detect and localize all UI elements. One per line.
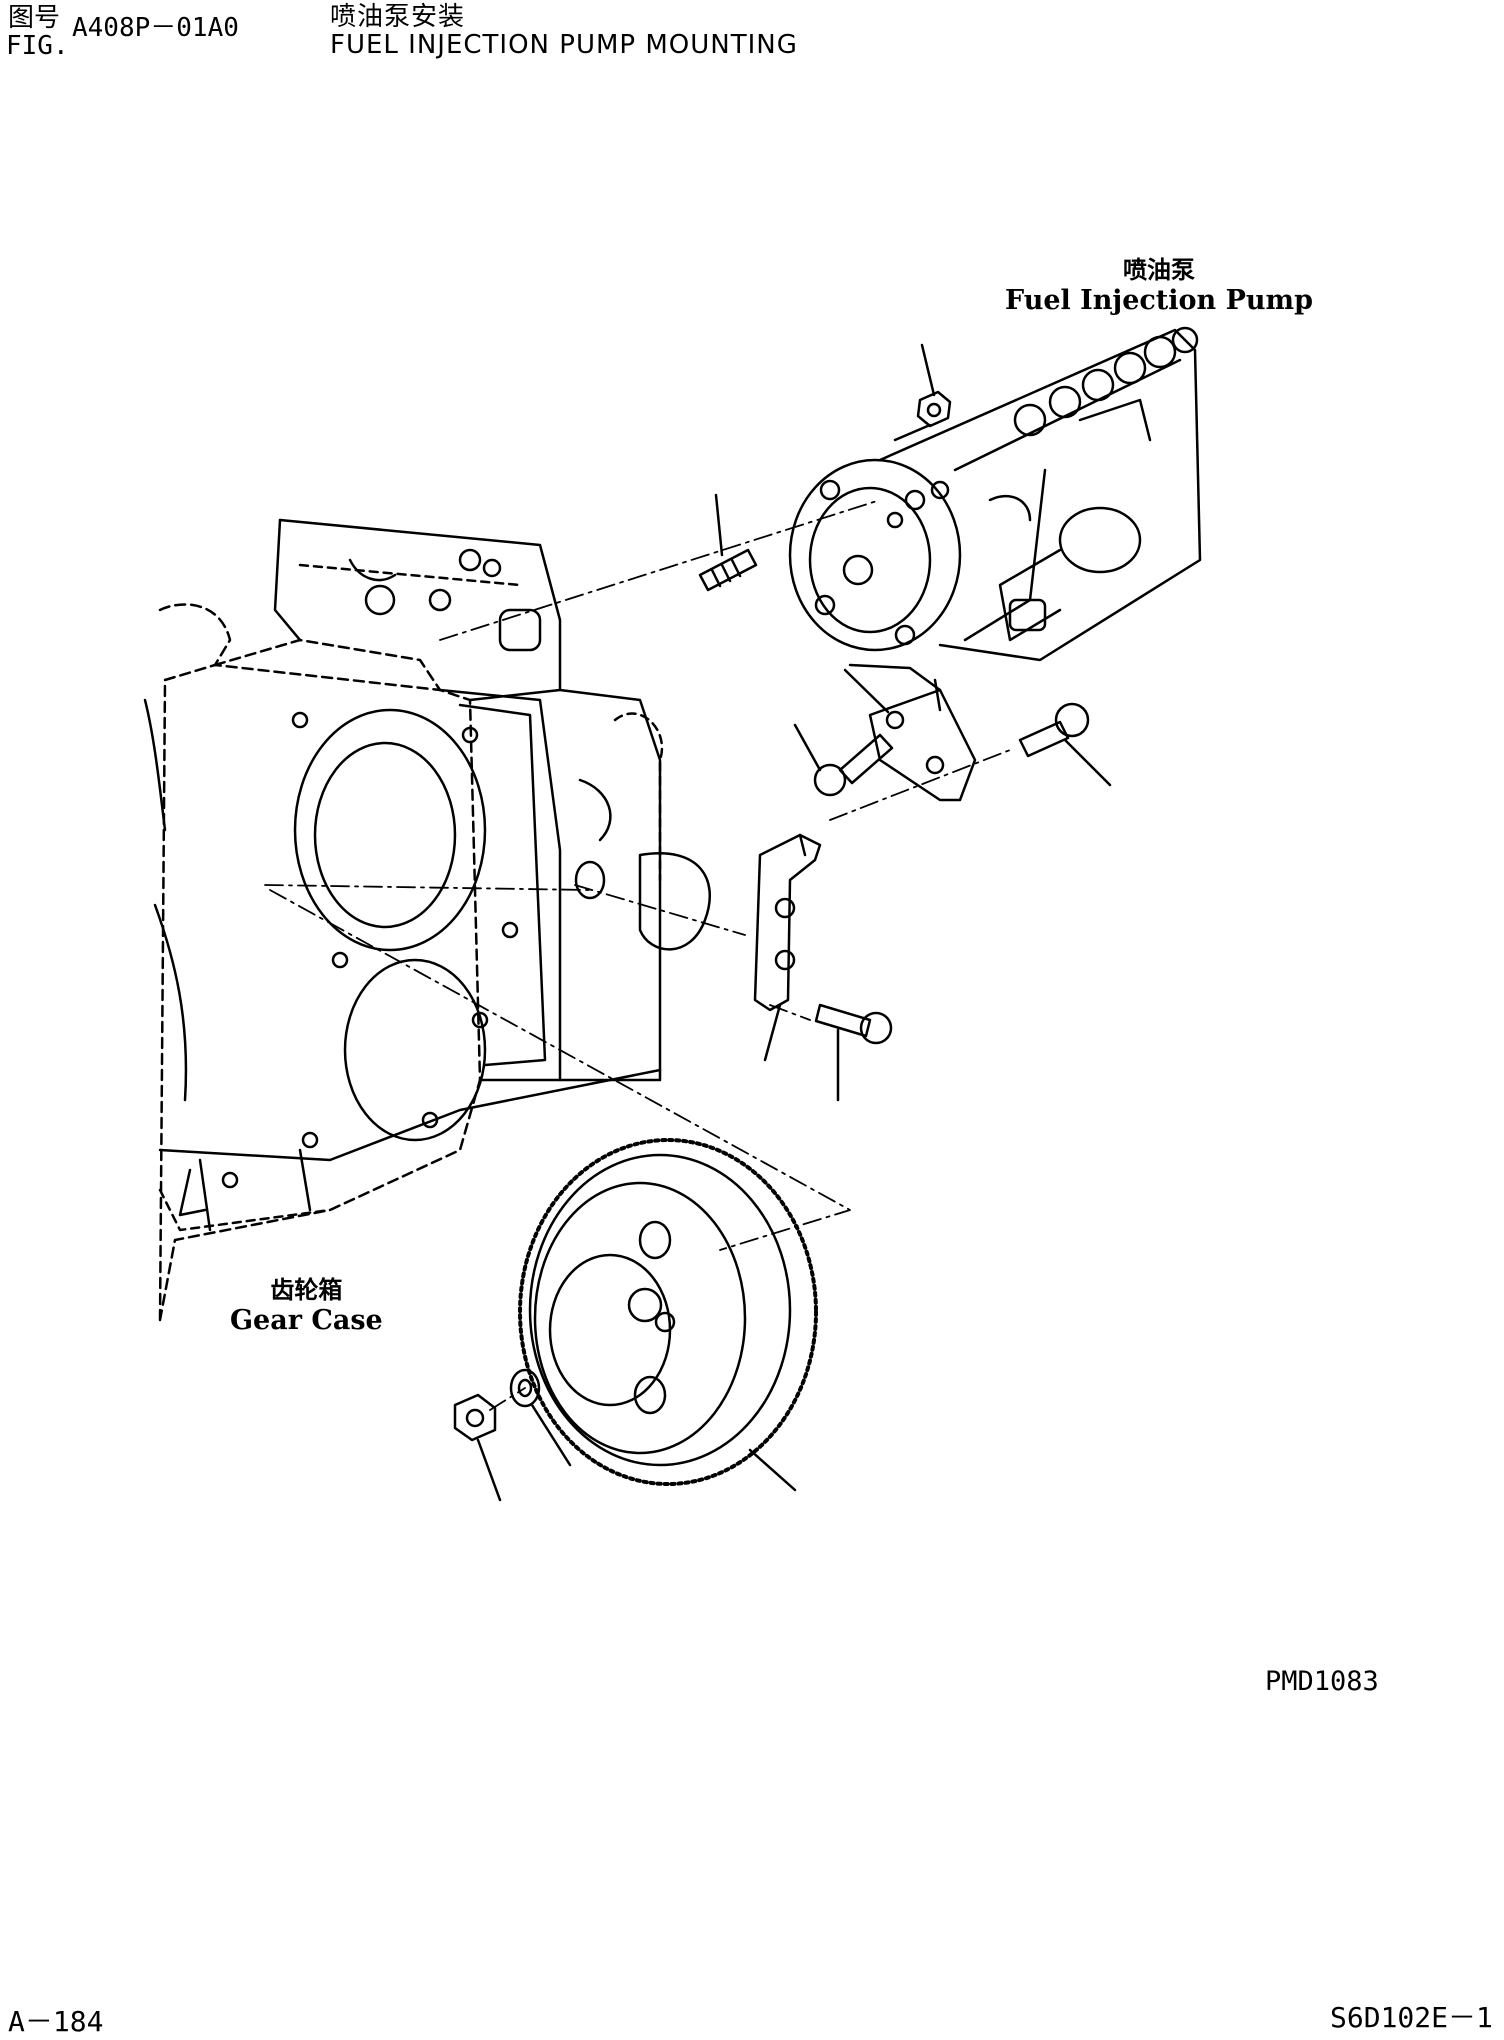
pump-label-zh: 喷油泵 [1122, 256, 1195, 284]
page-number: A－184 [8, 2005, 104, 2038]
upper-bracket-drawing [843, 663, 977, 802]
lower-bolt-drawing [814, 1003, 893, 1102]
support-bracket-drawing [753, 833, 822, 1062]
model-number: S6D102E－1 [1330, 2001, 1493, 2034]
pump-label: 喷油泵 Fuel Injection Pump [1005, 250, 1313, 316]
washer-drawing [509, 1368, 572, 1467]
bracket-bolt-right-drawing [1018, 702, 1112, 787]
title-en: FUEL INJECTION PUMP MOUNTING [330, 30, 798, 60]
fig-number: A408P－01A0 [72, 13, 239, 43]
stud-drawing [698, 493, 758, 592]
assembly-centerlines [264, 499, 1011, 1411]
fuel-injection-pump-drawing [788, 326, 1202, 662]
gear-nut-drawing [453, 1393, 502, 1502]
gearcase-label-en: Gear Case [230, 1305, 383, 1336]
gearcase-label-zh: 齿轮箱 [270, 1276, 343, 1304]
gear-case-drawing [143, 518, 711, 1322]
title-zh: 喷油泵安装 [330, 2, 466, 32]
pump-label-en: Fuel Injection Pump [1005, 285, 1313, 316]
pump-nut-drawing [893, 343, 952, 442]
bracket-bolt-left-drawing [793, 723, 894, 797]
fig-label-en: FIG. [6, 31, 69, 61]
fig-label-zh: 图号 [8, 3, 61, 33]
pump-drive-gear-drawing [518, 1138, 818, 1492]
drawing-code: PMD1083 [1265, 1666, 1379, 1697]
gearcase-label: 齿轮箱 Gear Case [230, 1270, 383, 1336]
